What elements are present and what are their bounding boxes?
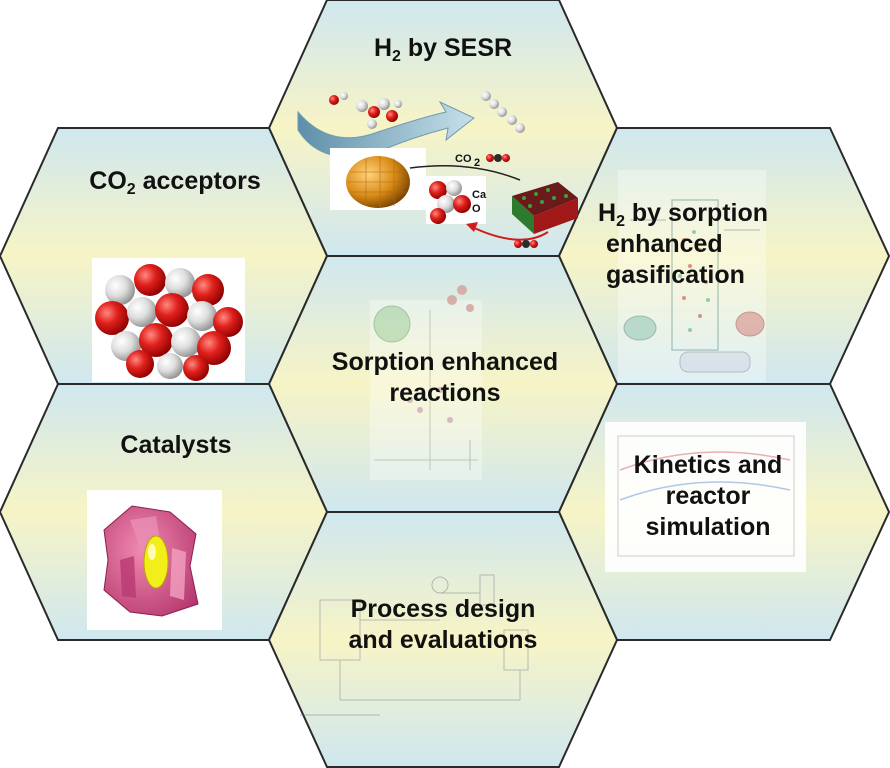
molecule-cluster-icon: CO 2 Ca O bbox=[297, 91, 578, 248]
svg-text:Ca: Ca bbox=[472, 189, 487, 201]
label-co2-acceptors: CO2 acceptors bbox=[89, 167, 261, 198]
svg-text:O: O bbox=[472, 203, 481, 215]
label-sorption-enhanced-reactions: Sorption enhanced reactions bbox=[331, 348, 559, 407]
svg-text:2: 2 bbox=[474, 157, 480, 169]
label-kinetics-reactor-simulation: Kinetics and reactor simulation bbox=[633, 451, 783, 541]
label-process-design-evaluations: Process design and evaluations bbox=[348, 595, 538, 654]
label-h2-by-sesr: H2 by SESR bbox=[373, 34, 513, 65]
reaction-chart-icon bbox=[370, 285, 482, 480]
sorbent-lattice-icon bbox=[92, 258, 245, 382]
gasification-scheme-icon bbox=[618, 170, 766, 382]
svg-text:CO: CO bbox=[455, 153, 472, 165]
simulation-plot-icon bbox=[605, 422, 806, 572]
label-h2-sorption-gasification: H2 by sorption enhanced gasification bbox=[598, 199, 769, 289]
catalyst-particle-icon bbox=[87, 490, 222, 630]
label-catalysts: Catalysts bbox=[120, 431, 232, 459]
process-flowsheet-icon bbox=[300, 574, 529, 716]
